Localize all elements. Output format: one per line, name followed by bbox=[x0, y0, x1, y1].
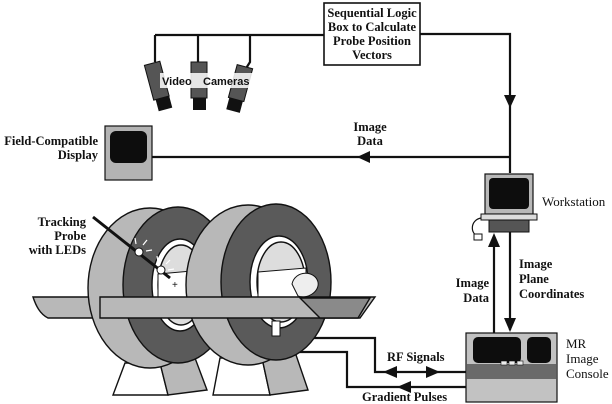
mr-scanner bbox=[32, 203, 377, 396]
led-icon bbox=[134, 247, 144, 257]
arrow-gradient-left bbox=[397, 381, 411, 393]
rf-signals-label: RF Signals bbox=[387, 350, 445, 364]
probe-label-line-3: with LEDs bbox=[29, 243, 86, 257]
crosshair-icon: + bbox=[172, 280, 178, 291]
workstation-label: Workstation bbox=[542, 194, 606, 209]
image-data-side-line-2: Data bbox=[463, 291, 489, 305]
cameras-label-video: Video bbox=[162, 76, 192, 88]
arrow-left-image-data bbox=[357, 151, 370, 163]
logic-box-line-4: Vectors bbox=[352, 48, 392, 62]
console-label-line-1: MR bbox=[566, 336, 587, 351]
magnet-foot bbox=[111, 362, 169, 396]
patient-table-left bbox=[32, 296, 101, 319]
image-data-top-line-2: Data bbox=[357, 134, 383, 148]
mr-console: MR Image Console bbox=[465, 332, 609, 403]
arrow-heads bbox=[357, 95, 516, 393]
arrow-rf-right bbox=[426, 366, 440, 378]
video-cameras: Video Cameras bbox=[143, 60, 256, 113]
display-label-line-1: Field-Compatible bbox=[4, 134, 98, 148]
coil-connector bbox=[271, 320, 281, 337]
image-data-top-line-1: Image bbox=[353, 120, 387, 134]
logic-box-line-3: Probe Position bbox=[333, 34, 411, 48]
probe-label-line-1: Tracking bbox=[38, 215, 87, 229]
logic-box-line-1: Sequential Logic bbox=[327, 6, 417, 20]
arrow-down-image-plane bbox=[504, 318, 516, 332]
gradient-pulses-label: Gradient Pulses bbox=[362, 390, 447, 404]
camera-drop-3 bbox=[244, 35, 252, 71]
camera-icon bbox=[226, 63, 254, 113]
logic-box-line-2: Box to Calculate bbox=[328, 20, 417, 34]
logic-to-workstation-line bbox=[420, 32, 512, 173]
console-label-line-3: Console bbox=[566, 366, 609, 381]
image-plane-line-2: Plane bbox=[519, 272, 549, 286]
workstation: Workstation bbox=[471, 173, 606, 241]
image-plane-line-3: Coordinates bbox=[519, 287, 584, 301]
arrow-rf-left bbox=[383, 366, 397, 378]
logic-box: Sequential Logic Box to Calculate Probe … bbox=[323, 2, 421, 66]
rf-signals-line bbox=[278, 336, 468, 374]
image-plane-line-1: Image bbox=[519, 257, 553, 271]
led-icon bbox=[156, 265, 166, 275]
tracking-probe: + Tracking Probe with LEDs bbox=[29, 215, 178, 291]
arrow-down-workstation bbox=[504, 95, 516, 108]
field-display: Field-Compatible Display bbox=[4, 125, 153, 181]
patient-table-right bbox=[298, 297, 372, 319]
cameras-label-cameras: Cameras bbox=[203, 76, 249, 88]
console-label-line-2: Image bbox=[566, 351, 599, 366]
probe-label-line-2: Probe bbox=[54, 229, 86, 243]
display-label-line-2: Display bbox=[58, 148, 99, 162]
arrow-up-image-data bbox=[488, 233, 500, 247]
image-data-side-line-1: Image bbox=[456, 276, 490, 290]
